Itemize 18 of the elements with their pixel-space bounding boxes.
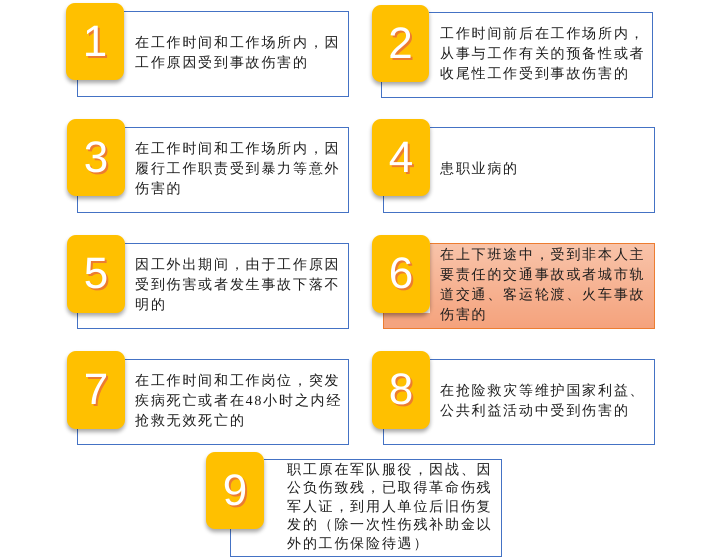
number-badge: 8 bbox=[372, 351, 430, 429]
number-badge: 5 bbox=[67, 235, 125, 313]
text-box: 因工外出期间，由于工作原因受到伤害或者发生事故下落不明的 bbox=[125, 243, 349, 329]
number-badge: 3 bbox=[67, 119, 125, 196]
text-box: 在工作时间和工作岗位，突发疾病死亡或者在48小时之内经抢救无效死亡的 bbox=[125, 359, 349, 445]
number-badge: 7 bbox=[67, 351, 125, 429]
text-box: 在抢险救灾等维护国家利益、公共利益活动中受到伤害的 bbox=[430, 359, 655, 445]
number-badge: 6 bbox=[372, 235, 430, 313]
text-box: 在上下班途中，受到非本人主要责任的交通事故或者城市轨道交通、客运轮渡、火车事故伤害的 bbox=[430, 243, 655, 329]
text-box: 职工原在军队服役，因战、因公负伤致残，已取得革命伤残军人证，到用人单位后旧伤复发的（除一次性伤残补助金以外的工伤保险待遇） bbox=[264, 459, 502, 557]
number-badge: 1 bbox=[66, 3, 124, 80]
text-box: 在工作时间和工作场所内，因履行工作职责受到暴力等意外伤害的 bbox=[125, 127, 349, 213]
number-badge: 4 bbox=[372, 119, 430, 196]
number-badge: 9 bbox=[206, 452, 264, 529]
text-box: 工作时间前后在工作场所内，从事与工作有关的预备性或者收尾性工作受到事故伤害的 bbox=[429, 12, 653, 98]
text-box: 在工作时间和工作场所内，因工作原因受到事故伤害的 bbox=[124, 11, 349, 97]
number-badge: 2 bbox=[372, 5, 429, 82]
text-box: 患职业病的 bbox=[430, 127, 655, 213]
